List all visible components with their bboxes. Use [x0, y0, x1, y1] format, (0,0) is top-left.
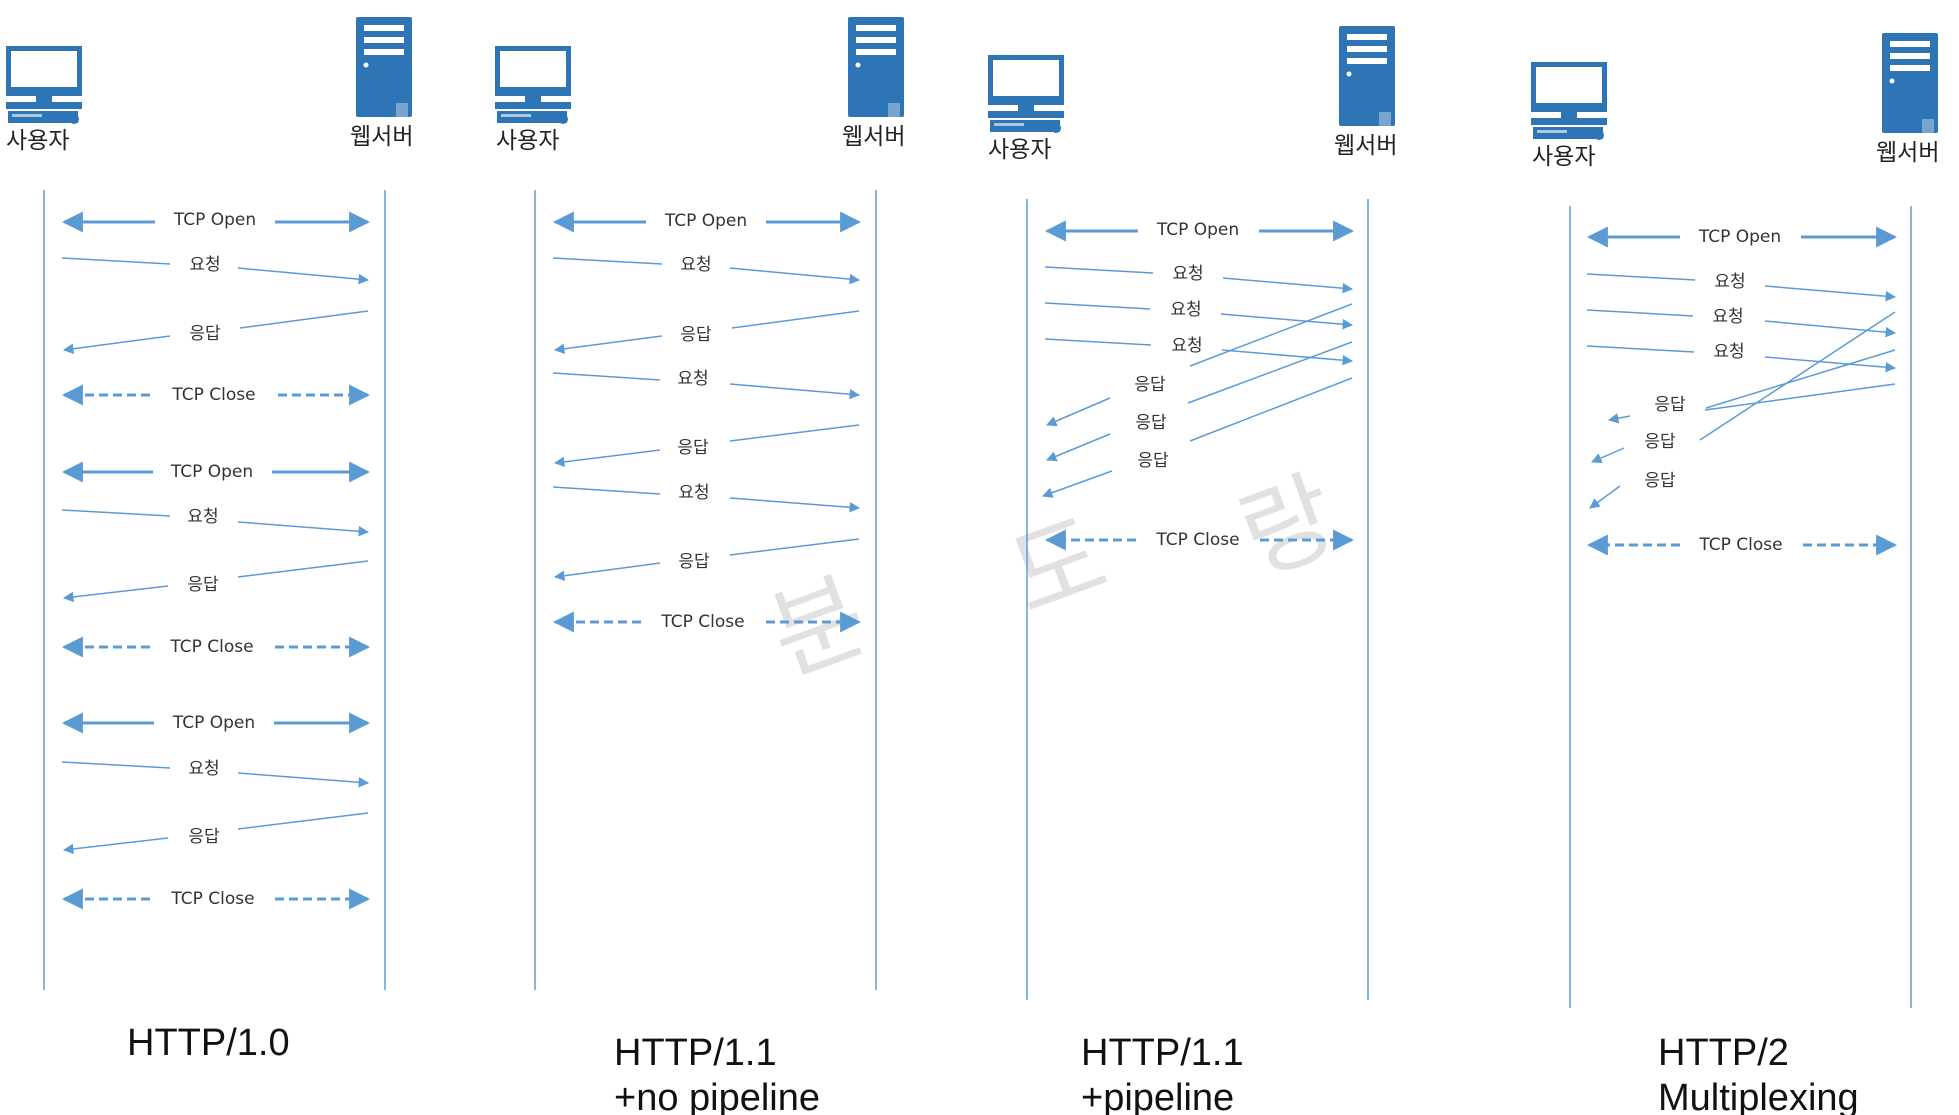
panel-caption-line1: HTTP/2 — [1658, 1032, 1789, 1074]
response-label: 응답 — [187, 575, 219, 595]
request-label: 요청 — [188, 759, 219, 779]
web-server-icon — [356, 17, 412, 117]
watermark-char-2: 도 — [995, 496, 1121, 637]
watermark-char-3: 랑 — [1225, 456, 1351, 597]
response-label: 응답 — [189, 324, 221, 344]
user-monitor-icon — [1531, 62, 1607, 140]
web-server-icon — [1882, 33, 1938, 133]
request-label: 요청 — [187, 507, 218, 527]
user-label: 사용자 — [6, 128, 69, 154]
panel-caption-line1: HTTP/1.0 — [127, 1022, 290, 1064]
server-label: 웹서버 — [1876, 140, 1939, 166]
request-label: 요청 — [1713, 342, 1744, 362]
web-server-icon — [1339, 26, 1395, 126]
panel-http-1-1-pipeline: 사용자 웹서버 TCP Open 요청 요청 요청 응답 응답 응답 TCP C… — [988, 26, 1397, 1115]
panel-caption-line1: HTTP/1.1 — [614, 1032, 777, 1074]
response-label: 응답 — [678, 552, 710, 572]
response-label: 응답 — [188, 827, 220, 847]
panel-http-2: 사용자 웹서버 TCP Open 요청 요청 요청 응답 응답 응답 TCP C… — [1531, 33, 1939, 1115]
response-label: 응답 — [680, 325, 712, 345]
tcp-close-label: TCP Close — [171, 385, 255, 405]
request-label: 요청 — [1172, 264, 1203, 284]
response-label: 응답 — [1134, 375, 1166, 395]
panel-http-1-1-no-pipeline: 사용자 웹서버 TCP Open 요청 응답 요청 응답 요청 응답 TCP C… — [495, 17, 905, 1115]
tcp-open-label: TCP Open — [172, 713, 255, 733]
panel-http-1-0: 사용자 웹서버 TCP Open 요청 응답 TCP Close TCP Ope… — [6, 17, 413, 1064]
request-label: 요청 — [1171, 336, 1202, 356]
tcp-open-label: TCP Open — [170, 462, 253, 482]
request-label: 요청 — [680, 255, 711, 275]
tcp-close-label: TCP Close — [169, 637, 253, 657]
user-monitor-icon — [988, 55, 1064, 133]
response-label: 응답 — [1644, 471, 1676, 491]
panel-caption-line2: Multiplexing — [1658, 1077, 1859, 1115]
server-label: 웹서버 — [842, 124, 905, 150]
request-label: 요청 — [1712, 307, 1743, 327]
response-label: 응답 — [1644, 432, 1676, 452]
user-monitor-icon — [6, 46, 82, 124]
panel-caption-line2: +pipeline — [1081, 1077, 1234, 1115]
user-label: 사용자 — [988, 137, 1051, 163]
response-label: 응답 — [1654, 395, 1686, 415]
response-label: 응답 — [677, 438, 709, 458]
request-label: 요청 — [1170, 300, 1201, 320]
tcp-open-label: TCP Open — [1698, 227, 1781, 247]
response-label: 응답 — [1135, 413, 1167, 433]
tcp-open-label: TCP Open — [173, 210, 256, 230]
tcp-close-label: TCP Close — [1155, 530, 1239, 550]
tcp-open-label: TCP Open — [1156, 220, 1239, 240]
server-label: 웹서버 — [1334, 133, 1397, 159]
watermark-char-1: 분 — [755, 556, 881, 697]
panel-caption-line1: HTTP/1.1 — [1081, 1032, 1244, 1074]
tcp-open-label: TCP Open — [664, 211, 747, 231]
user-label: 사용자 — [1532, 144, 1595, 170]
server-label: 웹서버 — [350, 124, 413, 150]
tcp-close-label: TCP Close — [660, 612, 744, 632]
user-label: 사용자 — [496, 128, 559, 154]
tcp-close-label: TCP Close — [1698, 535, 1782, 555]
request-label: 요청 — [189, 255, 220, 275]
panel-caption-line2: +no pipeline — [614, 1077, 820, 1115]
tcp-close-label: TCP Close — [170, 889, 254, 909]
web-server-icon — [848, 17, 904, 117]
response-label: 응답 — [1137, 451, 1169, 471]
request-label: 요청 — [1714, 272, 1745, 292]
request-label: 요청 — [677, 369, 708, 389]
user-monitor-icon — [495, 46, 571, 124]
request-label: 요청 — [678, 483, 709, 503]
